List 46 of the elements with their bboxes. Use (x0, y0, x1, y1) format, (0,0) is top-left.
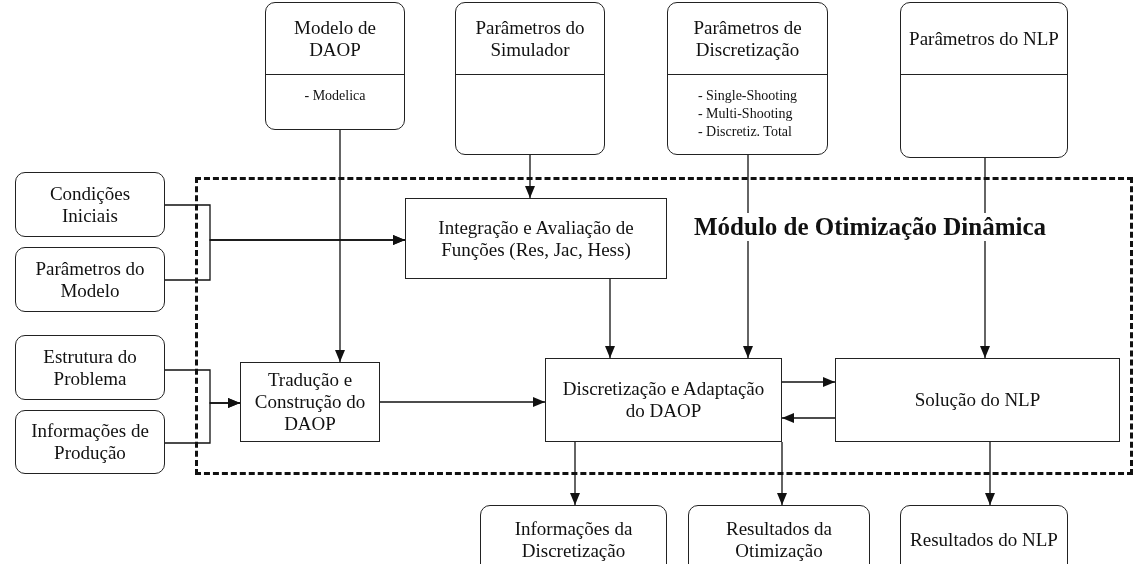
box-label: Tradução e Construção do DAOP (253, 369, 367, 435)
module-boundary (195, 177, 1133, 475)
box-label: Integração e Avaliação de Funções (Res, Jac, Hess) (437, 216, 635, 261)
process-box (545, 358, 782, 442)
arrow (781, 377, 836, 387)
card-heading: Parâmetros do NLP (909, 27, 1059, 50)
box-label: Parâmetros do Modelo (34, 257, 146, 302)
card-heading: Parâmetros do Simulador (474, 16, 586, 61)
arrow (570, 441, 580, 506)
input-card (455, 2, 605, 155)
arrow (164, 398, 241, 444)
box-label: Resultados da Otimização (724, 518, 834, 562)
rounded-box (15, 172, 165, 237)
box-label: Informações de Produção (30, 420, 150, 464)
arrow (985, 441, 995, 506)
arrow (525, 154, 535, 199)
rounded-box (15, 247, 165, 312)
list-item: - Single-Shooting (697, 87, 798, 105)
box-label: Informações da Discretização (513, 518, 634, 562)
process-box (240, 362, 380, 442)
box-label: Discretização e Adaptação do DAOP (561, 378, 766, 422)
input-card (900, 2, 1068, 158)
list-item: - Discretiz. Total (697, 123, 792, 142)
rounded-box (688, 505, 870, 564)
card-heading: Modelo de DAOP (293, 16, 377, 61)
list-item: - Modelica (304, 87, 366, 105)
rounded-box (900, 505, 1068, 564)
arrow (164, 235, 406, 281)
rounded-box (15, 410, 165, 474)
process-box (835, 358, 1120, 442)
arrow (379, 397, 546, 407)
box-label: Solução do NLP (914, 389, 1041, 411)
box-label: Resultados do NLP (910, 529, 1058, 551)
arrow (777, 441, 787, 506)
card-heading: Parâmetros de Discretização (692, 16, 803, 61)
box-label: Estrutura do Problema (42, 345, 138, 390)
box-label: Condições Iniciais (48, 182, 132, 227)
list-item: - Multi-Shooting (697, 105, 793, 124)
arrow (335, 129, 345, 363)
arrow (605, 278, 615, 359)
rounded-box (480, 505, 667, 564)
arrow (781, 413, 836, 423)
input-card (265, 2, 405, 130)
input-card (667, 2, 828, 155)
rounded-box (15, 335, 165, 400)
process-box (405, 198, 667, 279)
